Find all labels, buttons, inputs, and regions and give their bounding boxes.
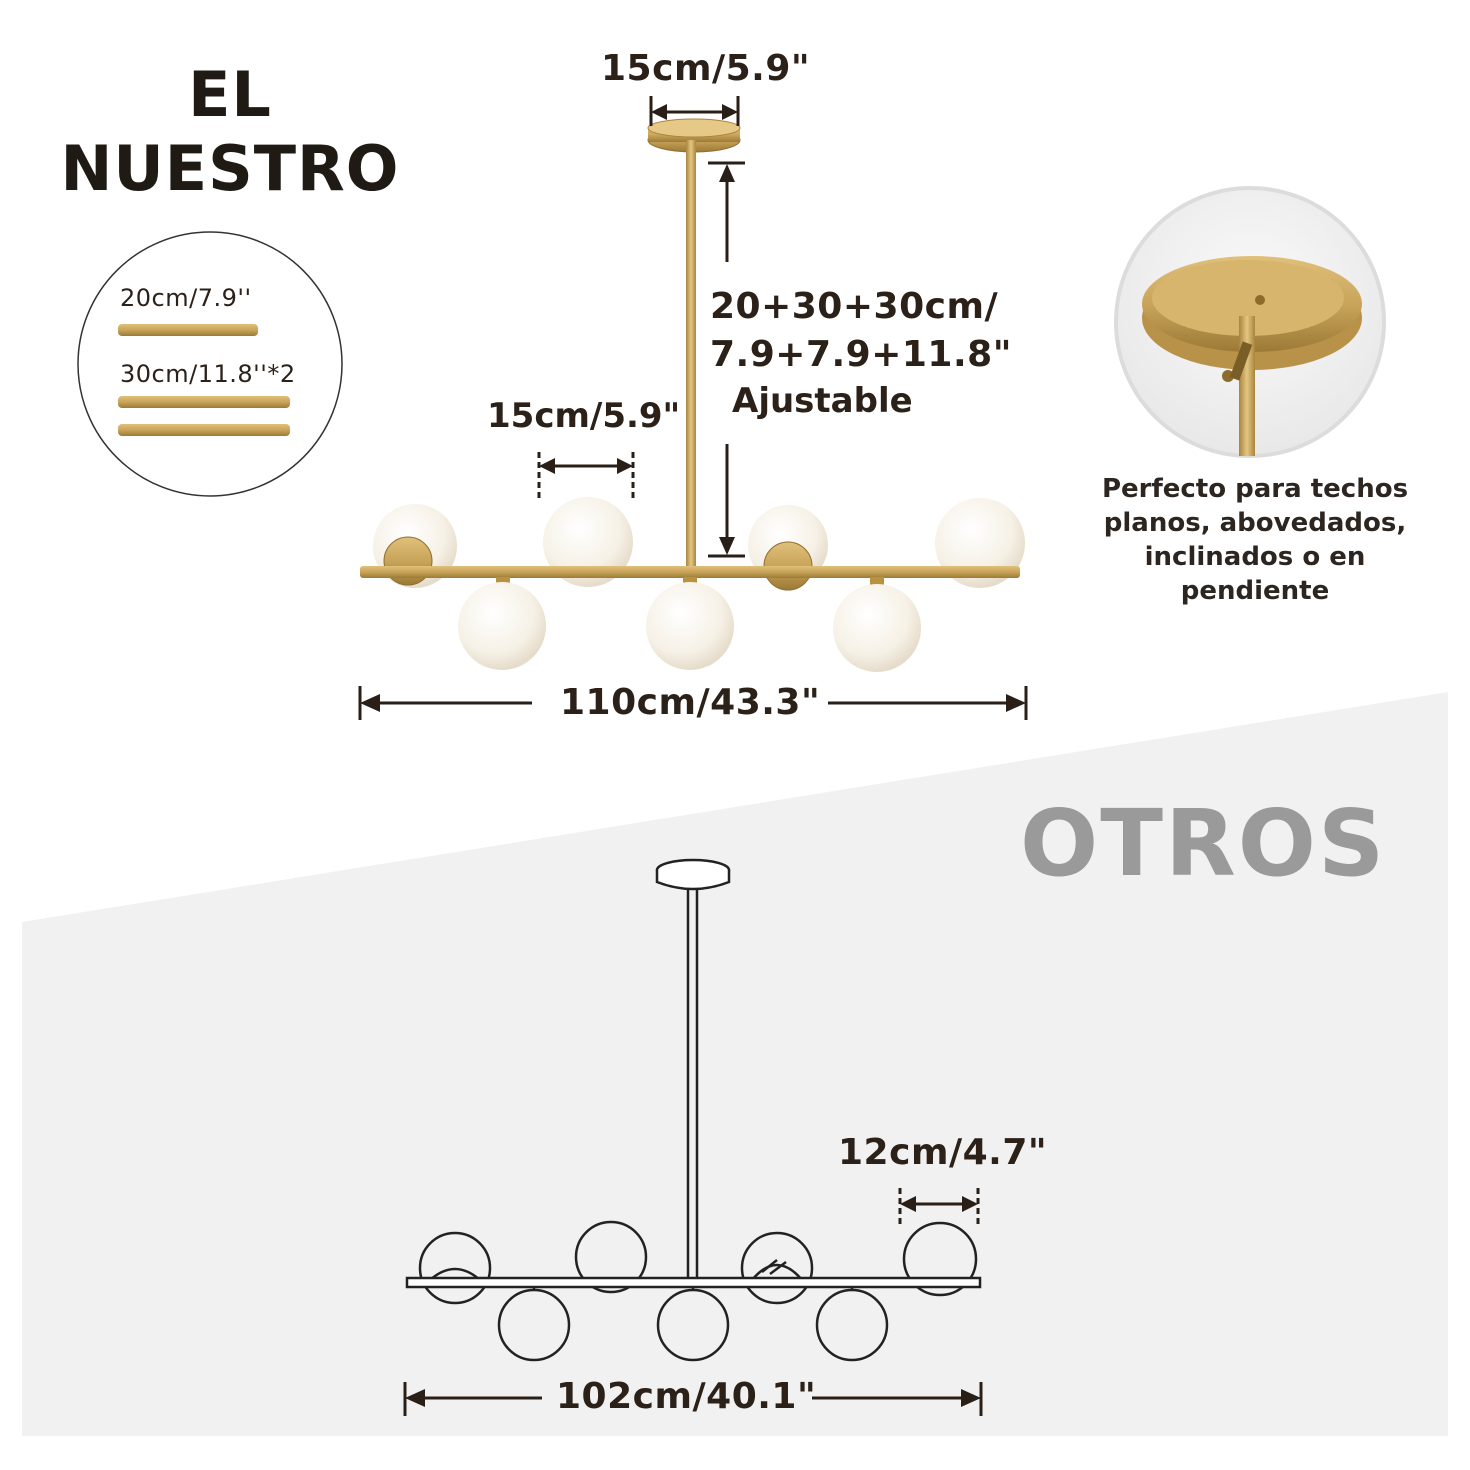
- rod-label-long: 30cm/11.8''*2: [120, 360, 296, 388]
- other-chandelier: [405, 858, 982, 1362]
- rod-length-label-line2: 7.9+7.9+11.8": [710, 334, 1012, 375]
- ceiling-mount-detail: [1114, 186, 1386, 458]
- extension-rods: [77, 231, 343, 497]
- other-globe-diameter-label: 12cm/4.7": [838, 1132, 1048, 1173]
- other-total-width-label: 102cm/40.1": [556, 1376, 817, 1417]
- rod-length-label-line1: 20+30+30cm/: [710, 286, 999, 327]
- our-heading-line2: NUESTRO: [60, 132, 400, 205]
- our-heading-line1: EL: [188, 58, 272, 131]
- ceiling-caption: Perfecto para techos planos, abovedados,…: [1101, 474, 1409, 606]
- our-chandelier: [360, 118, 1025, 672]
- canopy-width-label: 15cm/5.9": [601, 48, 811, 89]
- rod-label-short: 20cm/7.9'': [120, 284, 252, 312]
- our-globe-diameter-label: 15cm/5.9": [487, 396, 681, 436]
- our-heading: EL NUESTRO: [60, 58, 400, 206]
- our-total-width-label: 110cm/43.3": [560, 682, 821, 723]
- rod-length-label-line3: Ajustable: [732, 381, 913, 421]
- others-heading: OTROS: [1020, 790, 1387, 897]
